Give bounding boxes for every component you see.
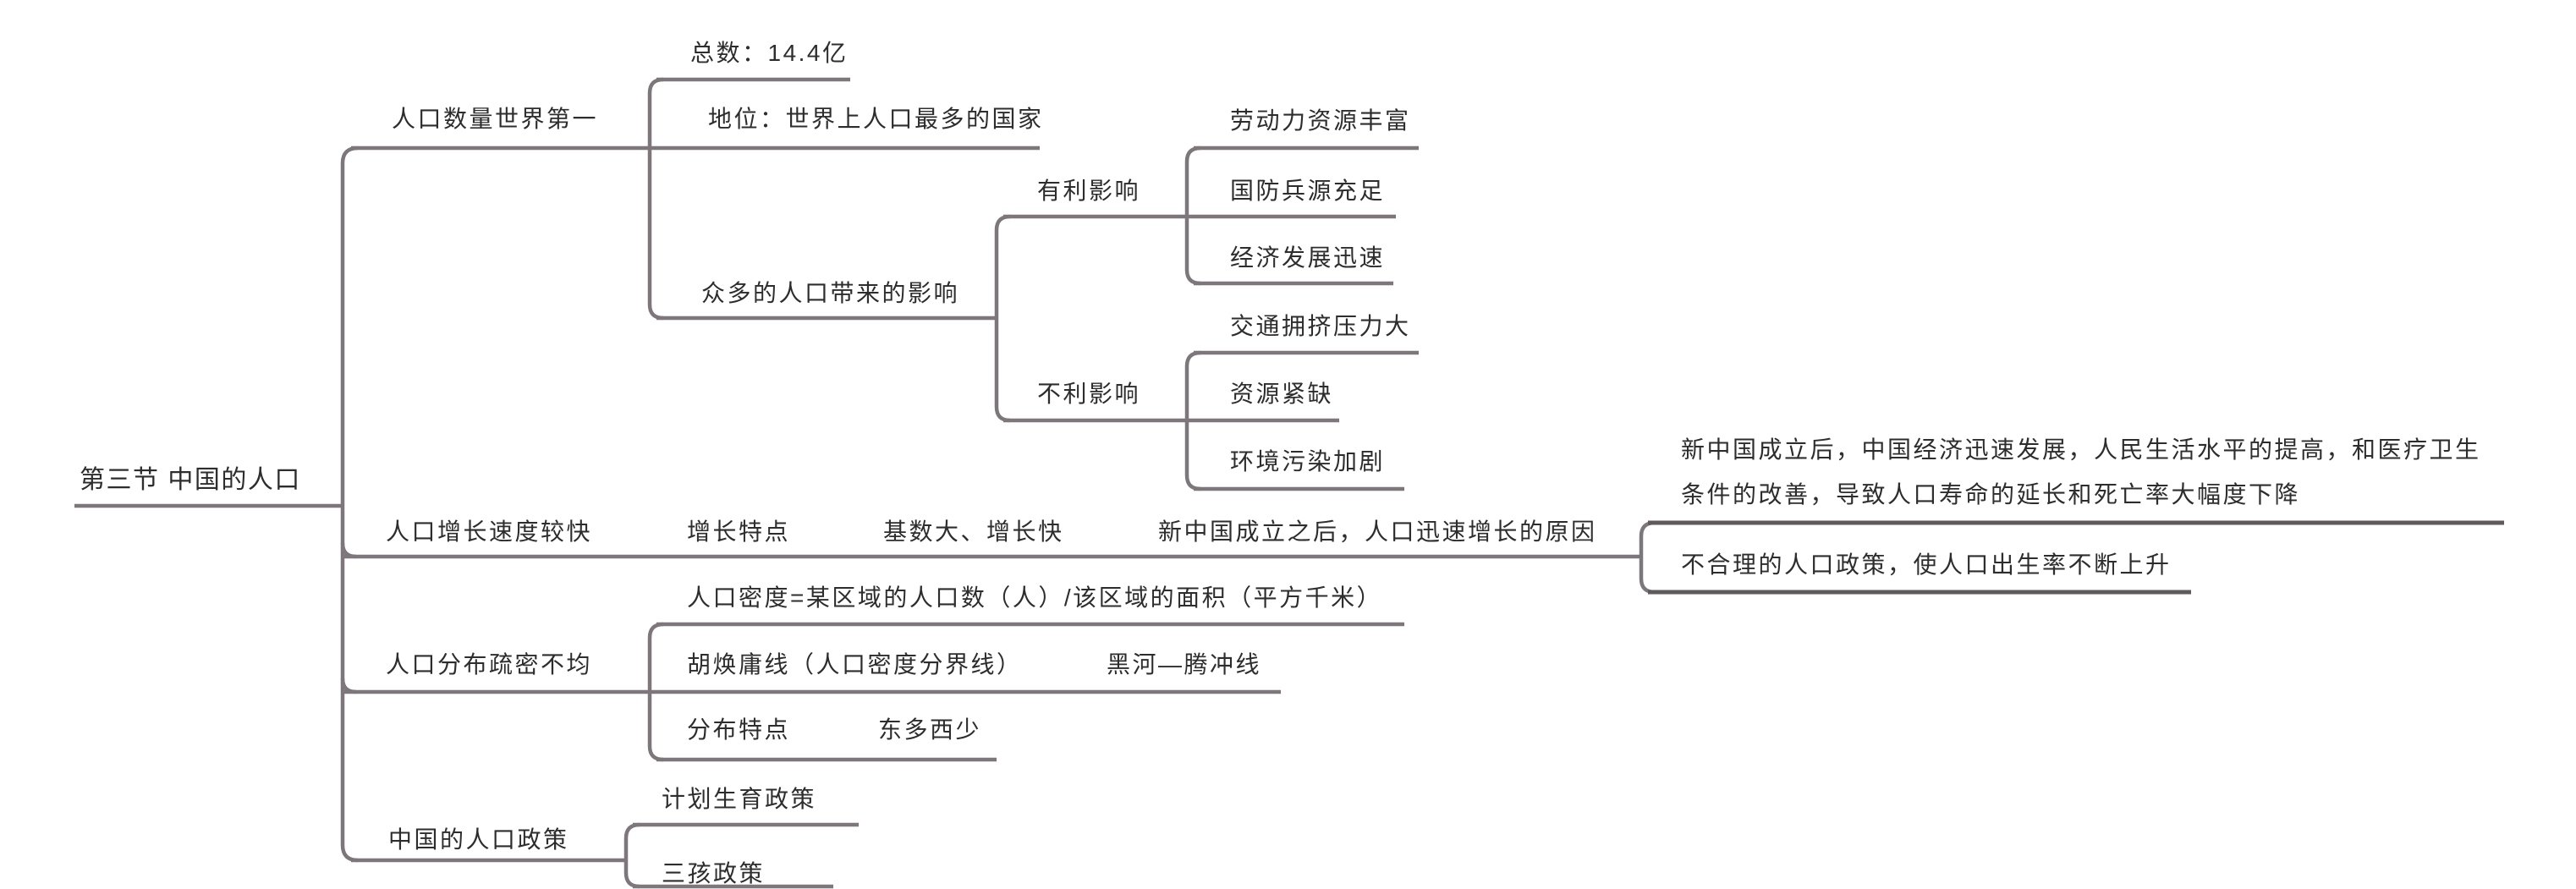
node-labor-resources[interactable]: 劳动力资源丰富 [1230,107,1411,134]
node-growth-characteristics[interactable]: 增长特点 [687,519,791,545]
bracket-favorable-children [1184,145,1201,286]
bracket-impact-children [994,214,1011,423]
node-east-more-west-less[interactable]: 东多西少 [878,716,982,743]
node-traffic-pressure[interactable]: 交通拥挤压力大 [1230,313,1411,339]
node-environmental-pollution[interactable]: 环境污染加剧 [1230,448,1386,475]
connector-spine-fillet-b2 [340,542,357,559]
node-total-population[interactable]: 总数：14.4亿 [690,40,849,66]
node-large-base-fast-growth[interactable]: 基数大、增长快 [883,519,1064,545]
node-reason-economic-medical[interactable]: 新中国成立后，中国经济迅速发展，人民生活水平的提高，和医疗卫生条件的改善，导致人… [1681,436,2481,508]
bracket-branch3-children [647,622,664,762]
node-unfavorable-impact[interactable]: 不利影响 [1037,381,1141,407]
node-three-child-policy[interactable]: 三孩政策 [662,860,766,886]
node-china-population-policy[interactable]: 中国的人口政策 [388,826,569,853]
connector-spine [340,145,359,863]
node-resource-shortage[interactable]: 资源紧缺 [1230,381,1334,407]
node-rapid-growth-reason[interactable]: 新中国成立之后，人口迅速增长的原因 [1158,519,1597,545]
node-economic-development[interactable]: 经济发展迅速 [1230,244,1386,271]
node-hu-huanyong-line[interactable]: 胡焕庸线（人口密度分界线） [687,651,1023,678]
bracket-reason-children [1639,520,1656,595]
node-distribution-feature[interactable]: 分布特点 [687,716,791,743]
node-favorable-impact[interactable]: 有利影响 [1037,178,1141,204]
bracket-branch4-children [623,822,640,889]
node-heihe-tengchong-line[interactable]: 黑河—腾冲线 [1107,651,1262,678]
node-population-distribution-uneven[interactable]: 人口分布疏密不均 [386,651,593,678]
node-density-formula[interactable]: 人口密度=某区域的人口数（人）/该区域的面积（平方千米） [687,584,1383,611]
node-family-planning-policy[interactable]: 计划生育政策 [662,786,817,812]
node-world-status[interactable]: 地位：世界上人口最多的国家 [708,106,1044,132]
node-root-topic[interactable]: 第三节 中国的人口 [80,466,301,494]
node-population-impact[interactable]: 众多的人口带来的影响 [701,280,960,306]
node-population-growth-fast[interactable]: 人口增长速度较快 [386,519,593,545]
bracket-unfavorable-children [1184,350,1201,491]
node-defense-manpower[interactable]: 国防兵源充足 [1230,178,1386,204]
bracket-branch1-children [647,77,664,321]
node-population-number-first[interactable]: 人口数量世界第一 [392,106,599,132]
connector-spine-fillet-b3 [340,678,357,694]
node-reason-policy-birthrate[interactable]: 不合理的人口政策，使人口出生率不断上升 [1681,552,2172,578]
